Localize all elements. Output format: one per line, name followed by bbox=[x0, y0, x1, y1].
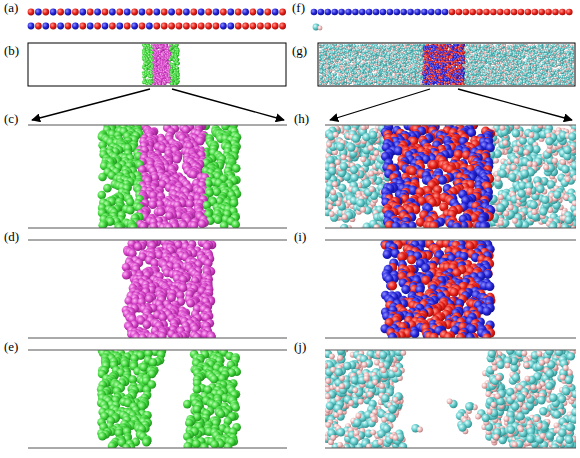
zoom-arrow bbox=[32, 89, 150, 120]
particle bbox=[168, 58, 171, 61]
snapshot-panel bbox=[97, 121, 241, 232]
particle bbox=[97, 191, 106, 200]
particle bbox=[232, 164, 241, 173]
particle bbox=[148, 200, 157, 209]
particle bbox=[156, 208, 165, 217]
particle bbox=[98, 173, 107, 182]
particle bbox=[189, 170, 198, 179]
particle bbox=[126, 206, 135, 215]
particle bbox=[142, 75, 145, 78]
particle bbox=[176, 62, 179, 65]
bead-chain bbox=[311, 9, 573, 16]
particle bbox=[173, 155, 182, 164]
zoom-arrow bbox=[330, 89, 430, 120]
particle bbox=[445, 78, 448, 81]
bead-chain bbox=[28, 9, 286, 16]
snapshot-panel bbox=[142, 42, 180, 86]
particle bbox=[103, 184, 112, 193]
zoom-arrow bbox=[172, 89, 284, 120]
zoom-arrow bbox=[458, 89, 572, 120]
particle bbox=[424, 73, 427, 76]
bead-chain bbox=[28, 23, 286, 30]
